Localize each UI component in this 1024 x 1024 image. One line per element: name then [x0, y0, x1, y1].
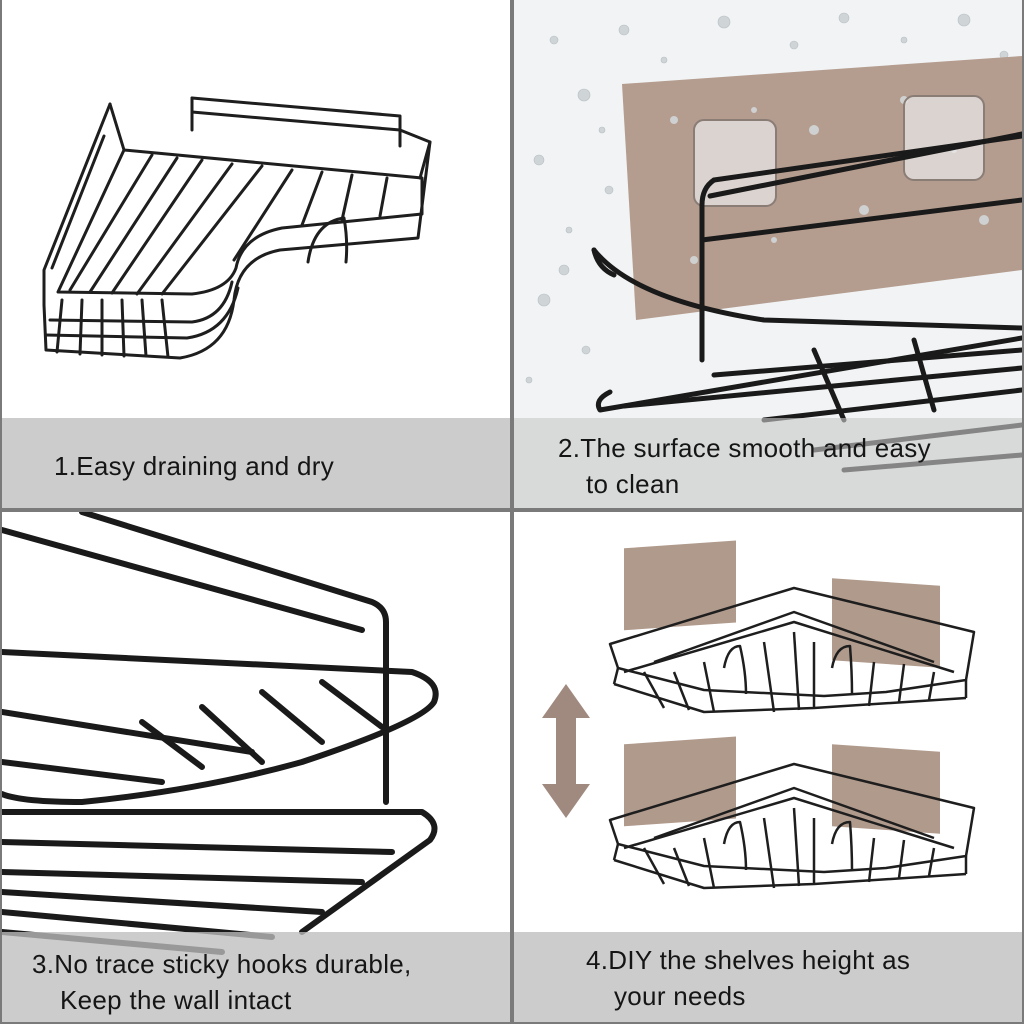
corner-shelf-icon	[42, 96, 432, 360]
water-droplets-icon	[525, 12, 1022, 473]
caption-no-trace-hooks: 3.No trace sticky hooks durable, Keep th…	[32, 946, 412, 1018]
feature-panel-2: 2.The surface smooth and easy to clean	[514, 0, 1022, 508]
caption-smooth-surface: 2.The surface smooth and easy to clean	[558, 430, 931, 502]
caption-line: your needs	[614, 981, 746, 1011]
feature-panel-4: 4.DIY the shelves height as your needs	[514, 512, 1022, 1022]
double-arrow-vertical-icon	[542, 684, 590, 818]
caption-line: 1.Easy draining and dry	[54, 451, 335, 481]
caption-bar	[2, 418, 510, 508]
caption-line: 2.The surface smooth and easy	[558, 433, 931, 463]
stacked-shelves-icon	[542, 540, 976, 890]
feature-panel-1: 1.Easy draining and dry	[2, 0, 510, 508]
caption-diy-height: 4.DIY the shelves height as your needs	[586, 942, 910, 1014]
caption-line: to clean	[586, 469, 680, 499]
caption-bar	[2, 932, 510, 1022]
caption-line: Keep the wall intact	[60, 985, 292, 1015]
caption-bar	[514, 932, 1022, 1022]
caption-bar	[514, 418, 1022, 508]
caption-line: 3.No trace sticky hooks durable,	[32, 949, 412, 979]
feature-panel-3: 3.No trace sticky hooks durable, Keep th…	[2, 512, 510, 1022]
caption-easy-draining: 1.Easy draining and dry	[54, 448, 334, 484]
caption-line: 4.DIY the shelves height as	[586, 945, 911, 975]
